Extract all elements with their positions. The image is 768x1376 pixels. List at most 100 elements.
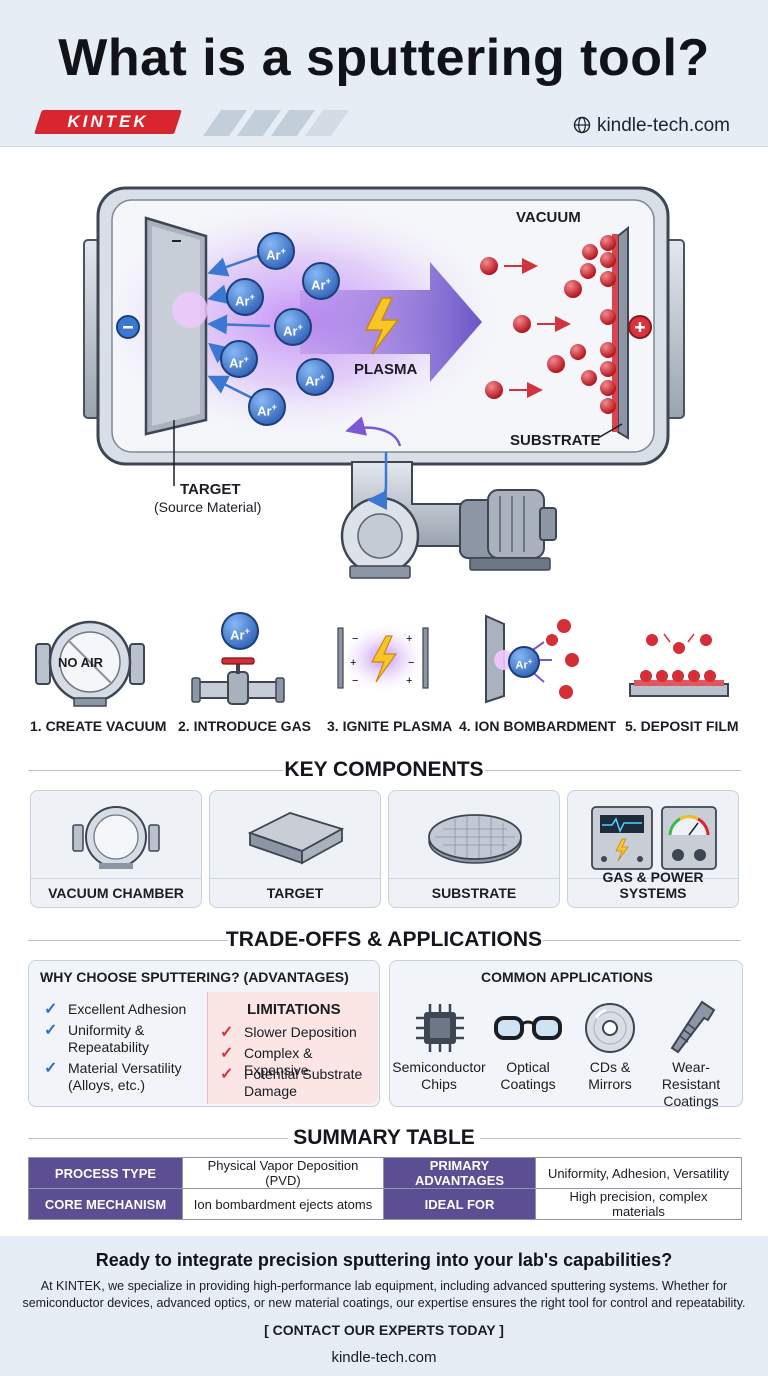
application-label: CDs & Mirrors: [588, 1059, 632, 1092]
vacuum-label: VACUUM: [516, 209, 581, 226]
advantage-item: Uniformity & Repeatability: [68, 1022, 149, 1055]
table-row: PROCESS TYPE Physical Vapor Deposition (…: [28, 1157, 742, 1189]
argon-ion: Ar+: [220, 340, 258, 378]
cd-icon: [585, 1003, 635, 1053]
deposited-atoms: [570, 235, 616, 414]
argon-ion: Ar+: [302, 262, 340, 300]
argon-ion: Ar+: [226, 278, 264, 316]
applications-title: COMMON APPLICATIONS: [481, 969, 653, 985]
component-label: GAS & POWER SYSTEMS: [602, 869, 704, 901]
component-label: TARGET: [266, 885, 324, 901]
summary-table: PROCESS TYPE Physical Vapor Deposition (…: [28, 1157, 742, 1220]
application-label: Semiconductor Chips: [392, 1059, 486, 1092]
svg-text:−: −: [352, 633, 358, 645]
step-1-label: 1. CREATE VACUUM: [30, 718, 167, 734]
divider: [542, 940, 741, 941]
substrate-film: [612, 234, 618, 432]
check-icon: ✓: [44, 1022, 58, 1039]
gas-flow-arrow: [345, 416, 402, 447]
substrate-callout-line: [597, 423, 623, 439]
sputtering-chamber-diagram: [83, 186, 685, 579]
step-5-label: 5. DEPOSIT FILM: [625, 718, 739, 734]
component-card: GAS & POWER SYSTEMS: [567, 790, 739, 908]
check-icon: ✓: [220, 1024, 234, 1041]
table-header-cell: PROCESS TYPE: [28, 1157, 183, 1189]
limitation-item: Slower Deposition: [244, 1024, 357, 1040]
glasses-icon: [494, 1016, 562, 1040]
limitations-panel: [207, 992, 378, 1104]
substrate-wafer-icon: [428, 814, 522, 864]
component-card: SUBSTRATE: [388, 790, 560, 908]
table-cell: Ion bombardment ejects atoms: [182, 1188, 384, 1220]
cta-title: Ready to integrate precision sputtering …: [95, 1250, 673, 1270]
application-label: Optical Coatings: [500, 1059, 556, 1092]
argon-ion: Ar+: [274, 308, 312, 346]
contact-experts-button[interactable]: [ CONTACT OUR EXPERTS TODAY ]: [264, 1322, 504, 1338]
deposit-film-icon: [629, 633, 729, 697]
footer-website-link[interactable]: kindle-tech.com: [331, 1349, 437, 1366]
svg-text:−: −: [352, 675, 358, 687]
check-icon: ✓: [220, 1066, 234, 1083]
argon-ion: Ar+: [296, 358, 334, 396]
table-header-cell: CORE MECHANISM: [28, 1188, 183, 1220]
limitation-item: Potential Substrate Damage: [244, 1066, 363, 1099]
table-header-cell: PRIMARY ADVANTAGES: [383, 1157, 536, 1189]
drill-bit-icon: [670, 1000, 716, 1054]
plasma-label: PLASMA: [354, 361, 418, 378]
table-cell: High precision, complex materials: [535, 1188, 742, 1220]
divider: [480, 1138, 741, 1139]
svg-text:+: +: [406, 633, 412, 645]
divider: [28, 1138, 288, 1139]
svg-text:−: −: [408, 657, 414, 669]
page-title: What is a sputtering tool?: [58, 29, 710, 87]
component-card: VACUUM CHAMBER: [30, 790, 202, 908]
target-minus-mark: [172, 240, 181, 242]
argon-ion: Ar+: [248, 388, 286, 426]
limitations-title: LIMITATIONS: [247, 1001, 341, 1018]
website-link[interactable]: kindle-tech.com: [573, 115, 730, 137]
divider: [28, 940, 228, 941]
website-text: kindle-tech.com: [596, 115, 730, 136]
key-components-heading: KEY COMPONENTS: [284, 758, 484, 781]
divider: [485, 770, 741, 771]
substrate-plate: [617, 225, 629, 440]
globe-icon: [573, 116, 591, 134]
check-icon: ✓: [44, 1060, 58, 1077]
divider: [28, 770, 283, 771]
gas-power-systems-icon: [591, 806, 717, 870]
target-sublabel: (Source Material): [154, 499, 262, 515]
application-label: Wear-Resistant Coatings: [661, 1059, 721, 1109]
summary-table-heading: SUMMARY TABLE: [293, 1126, 475, 1149]
vacuum-chamber-icon: [72, 806, 160, 869]
step-3-label: 3. IGNITE PLASMA: [327, 718, 453, 734]
step-4-label: 4. ION BOMBARDMENT: [459, 718, 617, 734]
target-block-icon: [247, 812, 345, 865]
impact-glow: [172, 292, 208, 328]
no-air-text: NO AIR: [58, 655, 104, 670]
exhaust-arrow: [367, 452, 388, 510]
argon-ion: Ar+: [257, 232, 295, 270]
footer: [0, 1236, 768, 1376]
chip-icon: [416, 1004, 464, 1052]
sputtered-atoms: [480, 257, 582, 399]
target-label: TARGET: [180, 481, 241, 498]
step-2-label: 2. INTRODUCE GAS: [178, 718, 312, 734]
argon-ion: Ar+: [508, 646, 540, 678]
component-card: TARGET: [209, 790, 381, 908]
advantage-item: Excellent Adhesion: [68, 1001, 187, 1017]
table-row: CORE MECHANISM Ion bombardment ejects at…: [28, 1188, 742, 1220]
component-label: VACUUM CHAMBER: [48, 885, 184, 901]
logo-text: KINTEK: [67, 112, 149, 131]
limitation-item: Complex & Expensive: [244, 1045, 313, 1078]
check-icon: ✓: [44, 1001, 58, 1018]
table-cell: Physical Vapor Deposition (PVD): [182, 1157, 384, 1189]
create-vacuum-icon: [35, 620, 145, 707]
tradeoffs-heading: TRADE-OFFS & APPLICATIONS: [225, 928, 543, 951]
target-face: [152, 226, 200, 426]
component-label: SUBSTRATE: [431, 885, 517, 901]
substrate-label: SUBSTRATE: [510, 432, 601, 449]
svg-text:+: +: [406, 675, 412, 687]
argon-ion: Ar+: [221, 612, 259, 650]
table-header-cell: IDEAL FOR: [383, 1188, 536, 1220]
introduce-gas-icon: [191, 657, 285, 705]
